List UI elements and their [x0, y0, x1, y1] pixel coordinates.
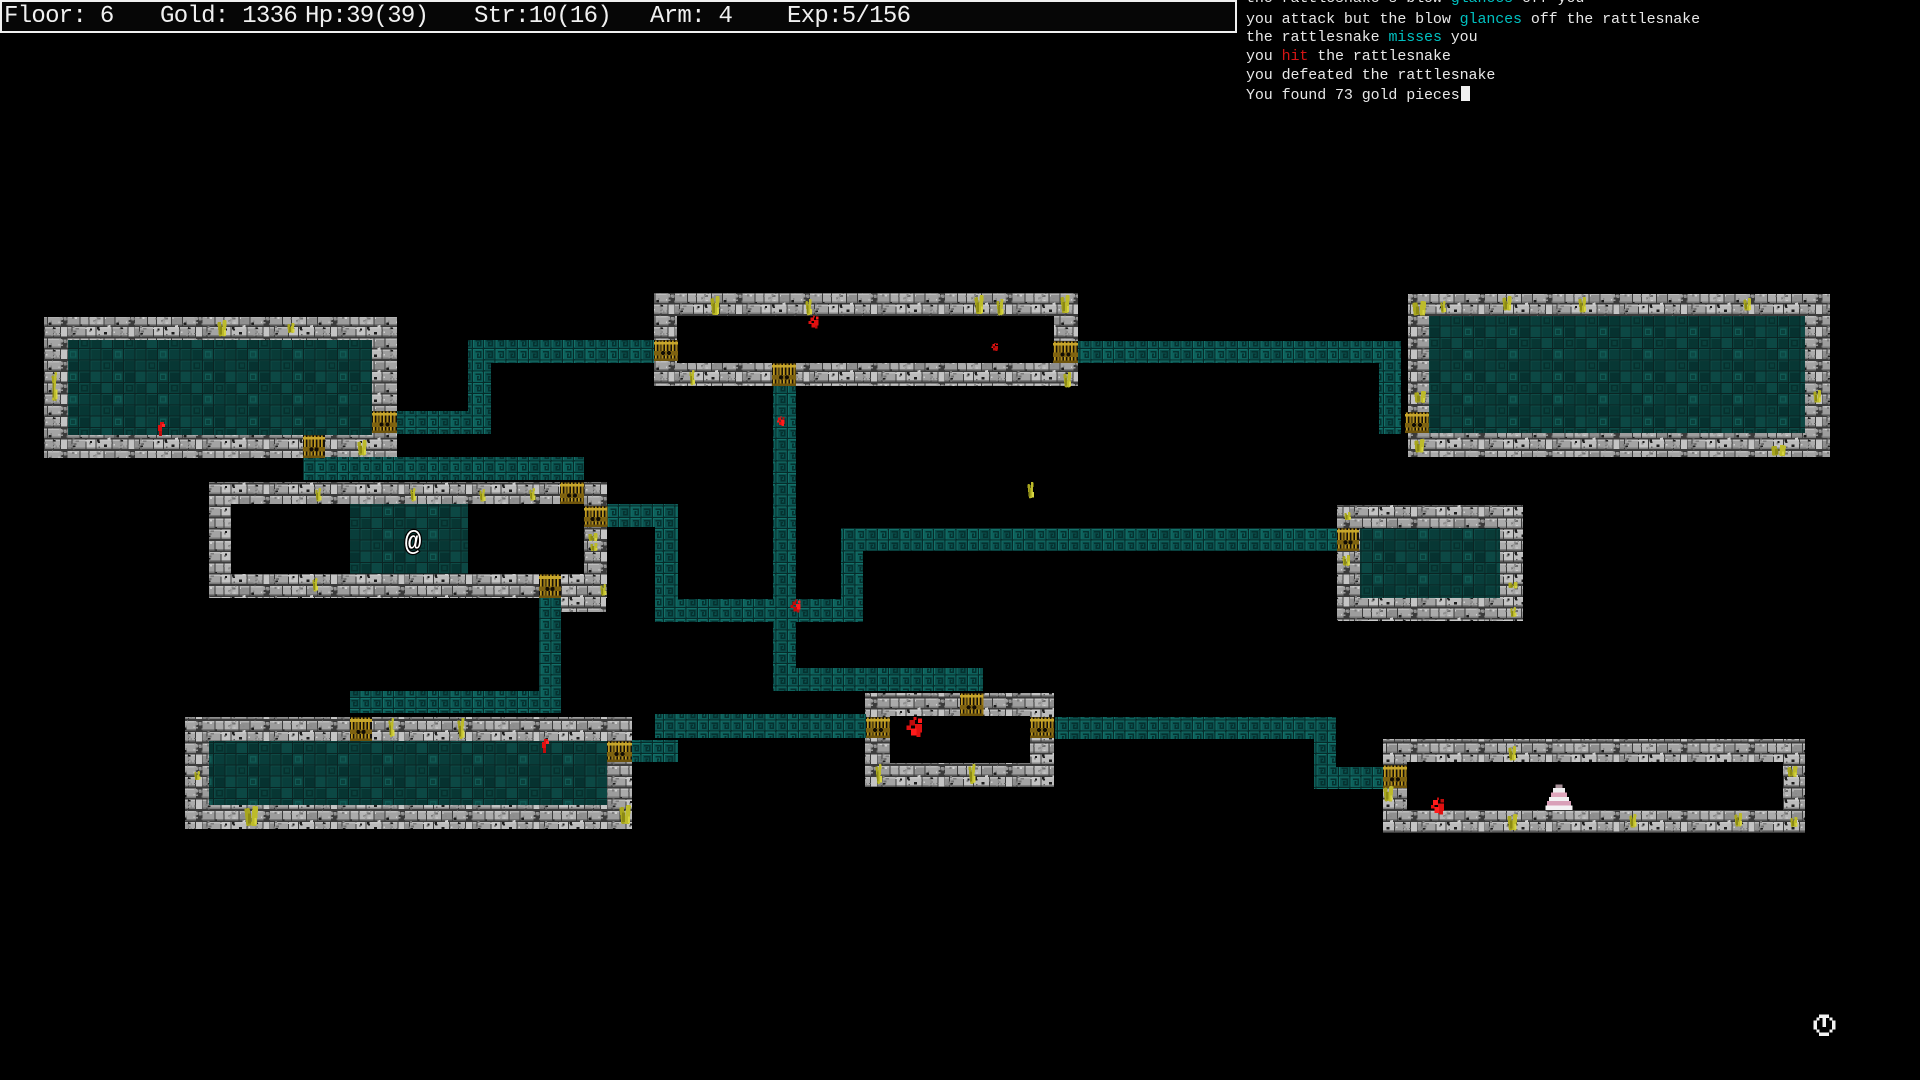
svg-text:@: @ [405, 528, 422, 559]
